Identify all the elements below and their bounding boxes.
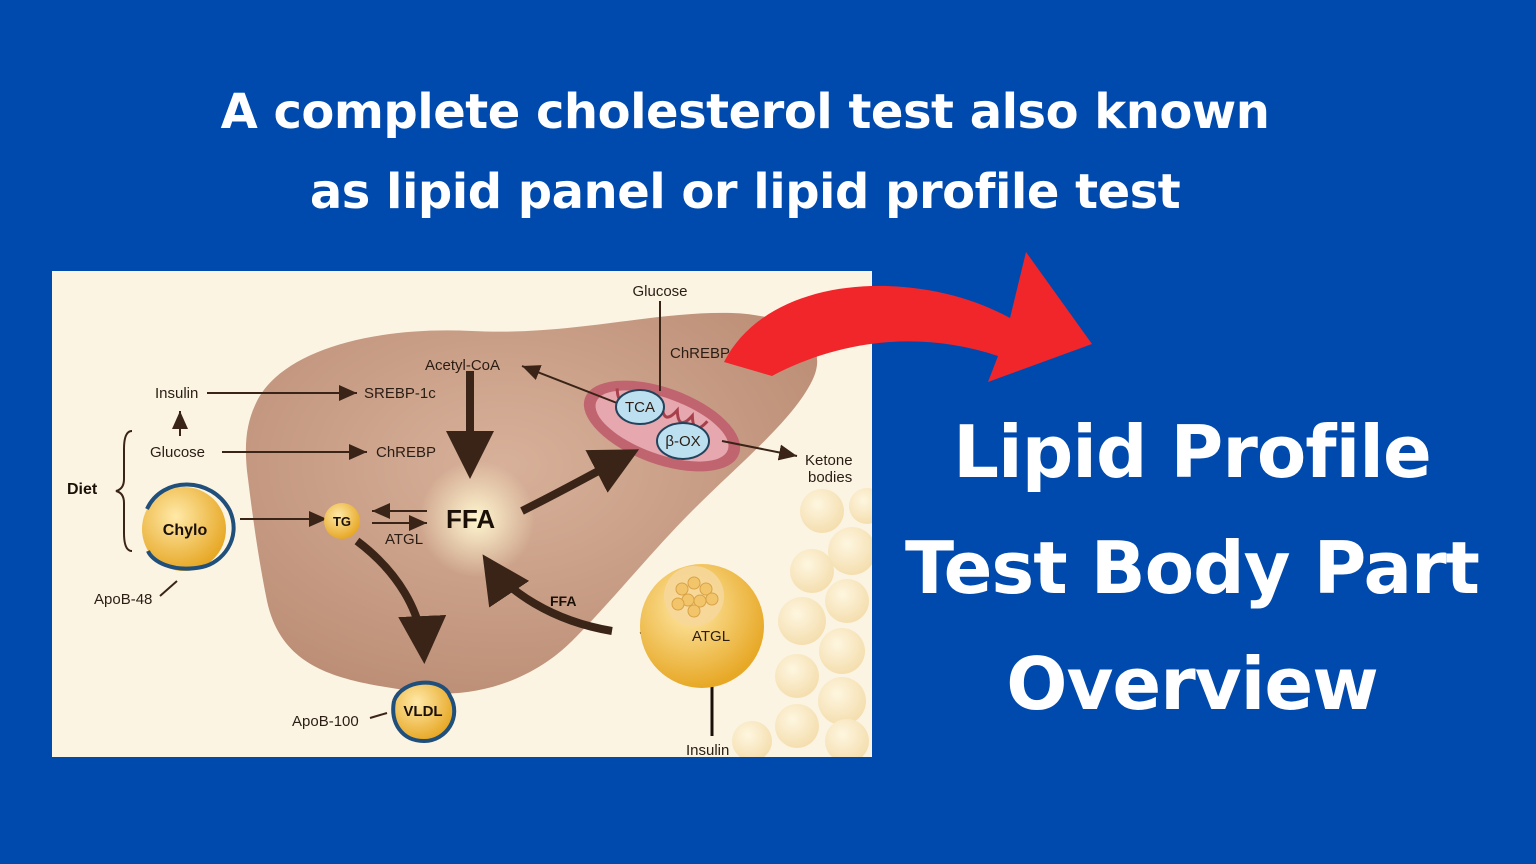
ffa-glow <box>419 461 535 577</box>
side-title-line-2: Test Body Part <box>905 526 1480 610</box>
label-beta-ox: β-OX <box>665 433 700 450</box>
label-vldl: VLDL <box>403 703 442 720</box>
tca-node <box>615 389 665 425</box>
label-bodies: bodies <box>808 469 852 486</box>
label-atgl-adipo: ATGL <box>692 628 730 645</box>
label-acetyl-coa: Acetyl-CoA <box>425 357 500 374</box>
headline-line-2: as lipid panel or lipid profile test <box>309 164 1181 220</box>
label-ffa-small: FFA <box>550 593 576 609</box>
label-glucose-top: Glucose <box>632 283 687 300</box>
label-insulin-left: Insulin <box>155 385 198 402</box>
label-chrebp-top: ChREBP <box>670 345 730 362</box>
vldl-particle <box>391 680 457 744</box>
side-title: Lipid Profile Test Body Part Overview <box>872 394 1512 742</box>
label-glucose-left: Glucose <box>150 444 205 461</box>
label-srebp: SREBP-1c <box>364 385 436 402</box>
label-chylo: Chylo <box>163 522 208 539</box>
headline: A complete cholesterol test also known a… <box>100 72 1390 232</box>
label-diet: Diet <box>67 481 98 498</box>
label-atgl-liver: ATGL <box>385 531 423 548</box>
label-insulin-bottom: Insulin <box>686 742 729 757</box>
red-curved-arrow-icon <box>724 252 1092 382</box>
flux-arrows <box>354 371 640 664</box>
side-title-line-3: Overview <box>1006 642 1378 726</box>
headline-line-1: A complete cholesterol test also known <box>220 84 1270 140</box>
label-apob48: ApoB-48 <box>94 591 152 608</box>
label-apob100: ApoB-100 <box>292 713 359 730</box>
label-tg: TG <box>333 514 351 529</box>
label-ffa-main: FFA <box>446 504 495 534</box>
adipocyte <box>640 564 764 688</box>
chylo-particle <box>142 487 226 571</box>
label-ketone: Ketone <box>805 452 853 469</box>
diagram-canvas: Glucose ChREBP Acetyl-CoA Insulin SREBP-… <box>67 283 872 757</box>
side-title-line-1: Lipid Profile <box>953 410 1432 494</box>
tg-droplet <box>324 503 360 539</box>
label-chrebp-mid: ChREBP <box>376 444 436 461</box>
label-tca: TCA <box>625 399 655 416</box>
beta-ox-node <box>656 422 710 460</box>
adipose-tissue <box>732 488 872 757</box>
